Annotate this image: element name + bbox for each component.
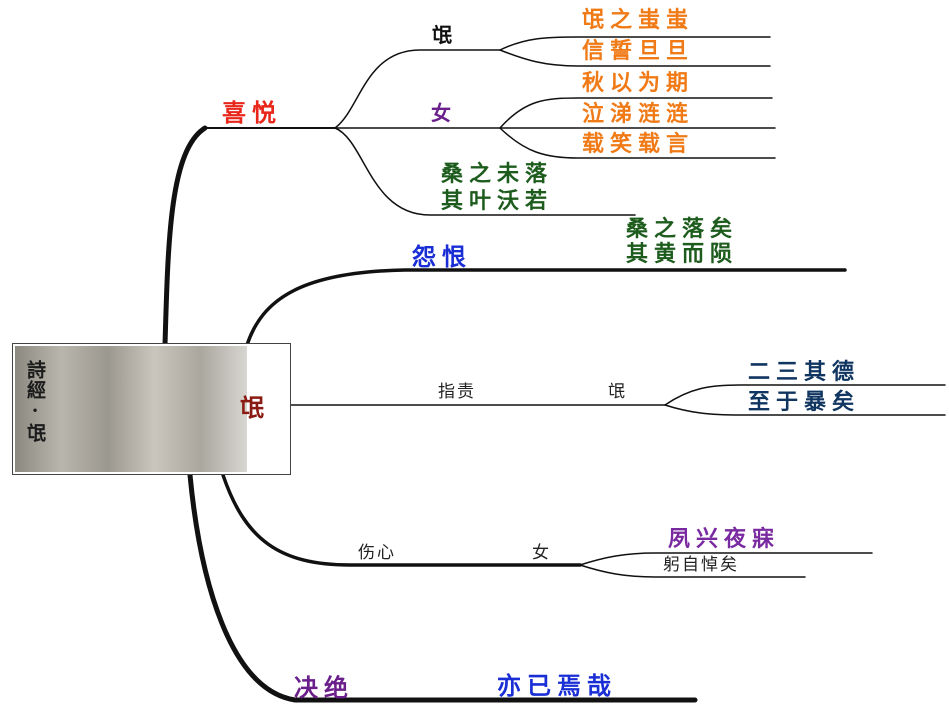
to-sang-weiluo [334, 127, 636, 216]
mang-line-2: 信誓旦旦 [582, 38, 695, 64]
nv-line-1: 秋以为期 [582, 70, 695, 96]
sang-luo-1: 桑之落矣 [626, 216, 739, 242]
branch-mang: 氓 [240, 393, 270, 422]
juejue-line: 亦已焉哉 [497, 671, 617, 700]
shangxin-nv: 女 [532, 543, 551, 563]
mang-node-2: 氓 [608, 382, 627, 402]
to-mang [334, 49, 501, 129]
sang-weiluo-1: 桑之未落 [441, 161, 554, 187]
node-mang: 氓 [432, 23, 458, 47]
shangxin-line-2: 躬自悼矣 [663, 555, 739, 575]
mang-zhize: 指责 [438, 382, 476, 402]
root-node: 詩經·氓 [12, 343, 291, 475]
node-nv: 女 [431, 101, 457, 125]
sang-weiluo-2: 其叶沃若 [441, 188, 554, 214]
mang-line-1: 氓之蚩蚩 [582, 7, 695, 33]
mang-line-erlan: 二三其德 [748, 359, 861, 385]
to-shangxin [221, 473, 582, 567]
branch-xiyue: 喜悦 [222, 98, 282, 127]
mang-line-baoyi: 至于暴矣 [748, 389, 861, 415]
branch-yuanhen: 怨恨 [412, 242, 472, 271]
root-title: 詩經·氓 [24, 360, 46, 443]
to-juejue [187, 472, 698, 703]
nv-line-3: 载笑载言 [582, 131, 695, 157]
nv-line-2: 泣涕涟涟 [582, 101, 695, 127]
shangxin-line-1: 夙兴夜寐 [668, 526, 781, 552]
trunk-to-xiyue [162, 125, 208, 348]
sang-luo-2: 其黄而陨 [626, 241, 739, 267]
branch-juejue: 决绝 [294, 673, 354, 702]
to-yuanhen [245, 268, 847, 347]
root-image [15, 346, 247, 472]
branch-shangxin: 伤心 [358, 543, 396, 563]
